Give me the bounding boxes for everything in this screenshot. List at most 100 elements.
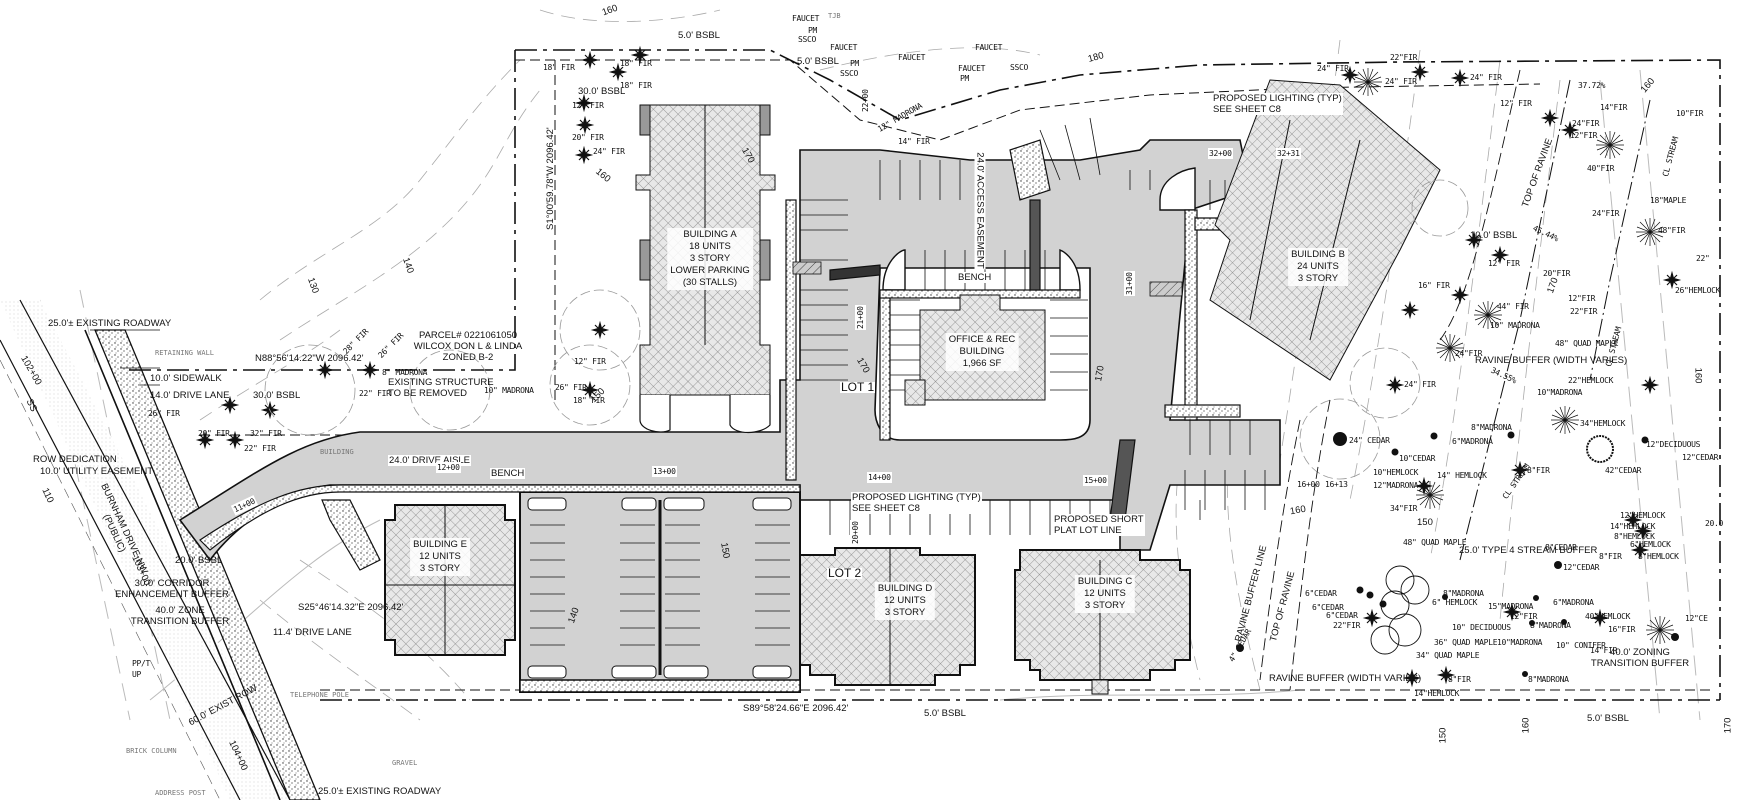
lighting-1-line-2: SEE SHEET C8 <box>1213 104 1281 115</box>
station-12: 12+00 <box>436 462 461 473</box>
tree-label: 24" FIR <box>1317 64 1349 73</box>
stream-lines <box>1459 79 1651 561</box>
tree-label: 14" FIR <box>898 137 930 146</box>
bsbl-5-top1-label: 5.0' BSBL <box>678 30 720 41</box>
tree-label: 12"CE <box>1685 614 1708 623</box>
tree-label: 20" FIR <box>572 133 604 142</box>
tree-label: 34"FIR <box>1390 504 1418 513</box>
building-e <box>384 504 516 656</box>
tree-label: 12" FIR <box>574 357 606 366</box>
building-d-stories: 3 STORY <box>884 607 926 618</box>
drive-lane-11-callout: 11.4' DRIVE LANE <box>273 627 352 638</box>
bsbl-5-right-bottom: 5.0' BSBL <box>1587 713 1629 724</box>
tree-label: 8"HEMLOCK <box>1638 552 1679 561</box>
tree-label: 8"MADRONA <box>1471 423 1512 432</box>
property-boundary <box>125 49 1721 701</box>
existing-structure-line-1: EXISTING STRUCTURE <box>388 377 494 388</box>
contour-170-e: 170 <box>1722 717 1734 734</box>
tree-label: 34" QUAD MAPLE <box>1416 651 1480 660</box>
tree-label: 20" FIR <box>198 429 230 438</box>
building-e-name: BUILDING E <box>413 539 467 550</box>
bsbl-30-top-label: 30.0' BSBL <box>578 86 626 97</box>
lot-2-label: LOT 2 <box>827 566 863 580</box>
tree-label: 8"FIR <box>1448 675 1471 684</box>
station-15: 15+00 <box>1083 475 1108 486</box>
tree-label: 18"MAPLE <box>1650 196 1687 205</box>
tree-label: 24" FIR <box>1404 380 1436 389</box>
tree-label: 48" QUAD MAPLE <box>1555 339 1619 348</box>
tree-label: 24" FIR <box>593 147 625 156</box>
tree-label: 12"FIR <box>1510 612 1538 621</box>
bsbl-10-label: 10.0' BSBL <box>1470 230 1518 241</box>
tree-label: 22"FIR <box>1570 307 1598 316</box>
gravel-label: GRAVEL <box>392 759 418 767</box>
building-a-stalls: (30 STALLS) <box>682 277 738 288</box>
existing-structure-line-2: TO BE REMOVED <box>388 388 468 399</box>
address-post-label: ADDRESS POST <box>155 789 206 797</box>
tree-label: 12"CEDAR <box>1563 563 1600 572</box>
building-b <box>1209 79 1441 381</box>
tree-label: 40"HEMLOCK <box>1585 612 1631 621</box>
tree-label: 6"MADRONA <box>1452 437 1493 446</box>
parcel-zoning: ZONED B-2 <box>442 352 494 363</box>
corridor-buffer-line-1: 30.0' CORRIDOR <box>134 578 210 589</box>
tree-label: 36" QUAD MAPLE <box>1434 638 1498 647</box>
access-easement-word: ACCESS <box>974 174 986 214</box>
drive-lane-14-callout: 14.0' DRIVE LANE <box>150 390 230 401</box>
tree-label: 20.0 <box>1705 519 1724 528</box>
station-32-31: 32+31 <box>1276 148 1301 159</box>
tree-label: 10" MADRONA <box>484 386 534 395</box>
left-vertical-bearing: S1°00'59.78"W 2096.42' <box>545 127 556 230</box>
tree-label: 22"FIR <box>1390 53 1418 62</box>
tree-label: 10"MADRONA <box>1537 388 1583 397</box>
bench-label-1: BENCH <box>490 468 526 479</box>
bsbl-5-top2-label: 5.0' BSBL <box>797 56 839 67</box>
tree-label: 32" FIR <box>250 429 282 438</box>
tree-label: 6" HEMLOCK <box>1432 598 1478 607</box>
south-bearing-label: S89°58'24.66"E 2096.42' <box>743 703 849 714</box>
station-21: 21+00 <box>855 305 866 330</box>
pm-label-1: PM <box>808 26 818 35</box>
tree-label: 12"FIR <box>1570 131 1598 140</box>
tree-label: 24" FIR <box>1470 73 1502 82</box>
building-b-name: BUILDING B <box>1291 249 1345 260</box>
building-a-stories: 3 STORY <box>689 253 731 264</box>
hatched-pads <box>792 261 1183 297</box>
quad-maple-outline <box>1370 565 1430 655</box>
tree-label: 48" QUAD MAPLE <box>1403 538 1467 547</box>
cedar-symbols <box>1236 431 1679 677</box>
pp-line-1: PP/T <box>132 659 151 668</box>
sidewalk-callout: 10.0' SIDEWALK <box>150 373 222 384</box>
brick-column-label: BRICK COLUMN <box>126 747 177 755</box>
lighting-2-line-2: SEE SHEET C8 <box>852 503 920 514</box>
tree-label: 24"FIR <box>1455 349 1483 358</box>
tree-label: 10"CEDAR <box>1399 454 1436 463</box>
bsbl-20-label: 20.0' BSBL <box>175 555 223 566</box>
faucet-label-3: FAUCET <box>898 53 926 62</box>
lighting-2-line-1: PROPOSED LIGHTING (TYP) <box>852 492 981 503</box>
tree-label: 10" MADRONA <box>1490 321 1540 330</box>
office-rec-label: OFFICE & REC BUILDING 1,966 SF <box>945 333 1019 371</box>
tree-label: 16" FIR <box>1418 281 1450 290</box>
contour-160-e: 160 <box>1520 717 1532 734</box>
tree-label: 8"MADRONA <box>1530 621 1571 630</box>
short-plat-line-2: PLAT LOT LINE <box>1054 525 1122 536</box>
tree-label: 6"CEDAR <box>1326 611 1358 620</box>
tree-label: 26" FIR <box>555 383 587 392</box>
tree-label: 22"FIR <box>1333 621 1361 630</box>
tree-label: 18" FIR <box>543 63 575 72</box>
office-rec-area: 1,966 SF <box>962 358 1002 369</box>
tree-label: 6"CEDAR <box>1305 589 1337 598</box>
tree-label: 24" FIR <box>1385 77 1417 86</box>
tree-label: 12"CEDAR <box>1682 453 1719 462</box>
tree-label: 48"FIR <box>1658 226 1686 235</box>
ssco-label-3: SSCO <box>1010 63 1029 72</box>
zone-buffer-line-2: TRANSITION BUFFER <box>130 616 230 627</box>
tree-label: 16"FIR <box>1608 625 1636 634</box>
zoning-buffer-line-2: TRANSITION BUFFER <box>1590 658 1690 669</box>
building-d-units: 12 UNITS <box>884 595 926 606</box>
pm-label-2: PM <box>850 59 860 68</box>
tree-label: 40"FIR <box>1587 164 1615 173</box>
